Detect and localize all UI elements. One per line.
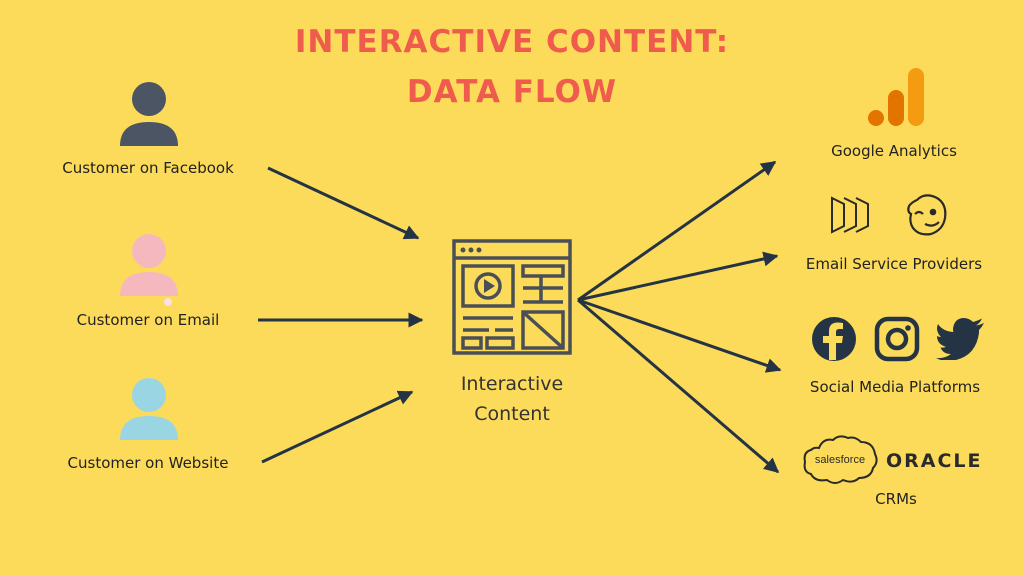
oracle-logo: ORACLE — [886, 450, 983, 472]
facebook-icon — [812, 317, 856, 361]
customer-email-user-icon — [120, 234, 178, 306]
instagram-icon — [874, 316, 920, 362]
arrow-facebook-to-content — [267, 166, 420, 240]
salesforce-logo-text: salesforce — [815, 454, 865, 466]
google-analytics-icon — [868, 68, 924, 126]
interactive-content-label: Interactive Content — [432, 369, 592, 429]
arrow-content-to-email-providers — [577, 251, 779, 302]
campaign-monitor-icon — [831, 196, 869, 234]
web-page-layout-icon — [452, 239, 572, 355]
google-analytics-label: Google Analytics — [831, 142, 957, 160]
arrow-content-to-social — [577, 298, 782, 373]
arrow-content-to-crms — [577, 298, 780, 474]
customer-facebook-label: Customer on Facebook — [62, 159, 234, 177]
twitter-icon — [936, 318, 984, 360]
social-media-platforms-label: Social Media Platforms — [809, 378, 981, 396]
arrow-content-to-analytics — [577, 160, 777, 302]
title-line-2: DATA FLOW — [406, 74, 618, 110]
customer-email-label: Customer on Email — [76, 311, 220, 329]
crms-label: CRMs — [875, 490, 917, 508]
interactive-content-line-1: Interactive — [460, 373, 564, 395]
email-service-providers-label: Email Service Providers — [805, 255, 983, 273]
interactive-content-line-2: Content — [474, 403, 550, 425]
salesforce-icon: salesforce — [803, 435, 878, 484]
customer-website-user-icon — [120, 378, 178, 440]
arrow-website-to-content — [261, 390, 414, 464]
customer-website-label: Customer on Website — [67, 454, 229, 472]
mailchimp-icon — [907, 194, 947, 236]
customer-facebook-user-icon — [120, 82, 178, 146]
title-line-1: INTERACTIVE CONTENT: — [294, 24, 730, 60]
